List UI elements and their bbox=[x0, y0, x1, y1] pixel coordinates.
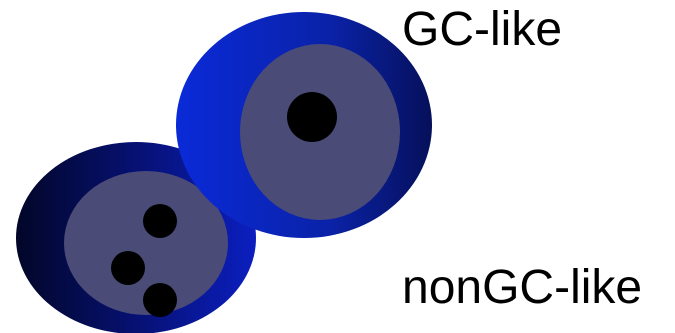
nongc-granule bbox=[111, 251, 145, 285]
gc-like-label: GC-like bbox=[402, 6, 562, 54]
nongc-like-label: nonGC-like bbox=[402, 264, 642, 312]
nongc-granule bbox=[143, 204, 177, 238]
gc-granule bbox=[287, 92, 337, 142]
nongc-granule bbox=[143, 283, 177, 317]
gc-like-cell bbox=[176, 12, 432, 238]
